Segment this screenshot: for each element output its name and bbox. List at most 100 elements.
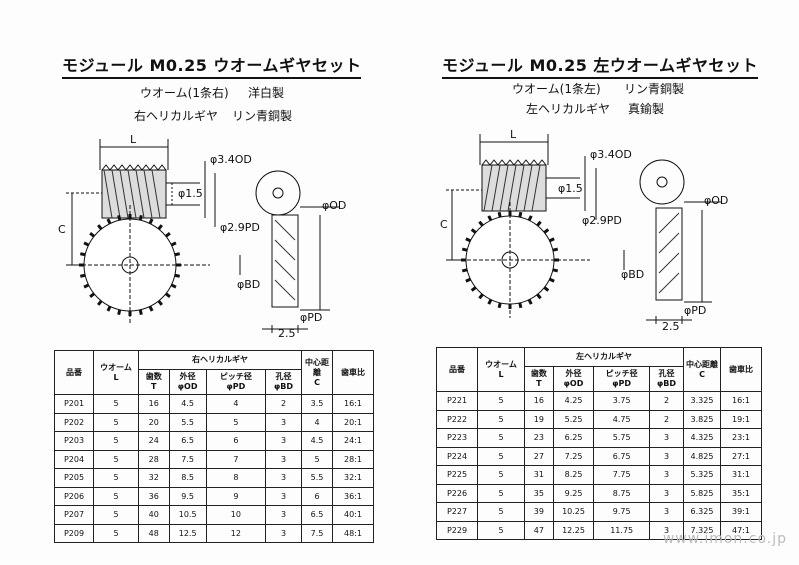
table-cell: 16 bbox=[524, 391, 554, 411]
table-cell: 5.325 bbox=[683, 465, 721, 485]
table-cell: 10 bbox=[205, 505, 267, 525]
table-cell: 5 bbox=[477, 446, 525, 466]
table-cell: 3 bbox=[649, 446, 684, 466]
table-cell: 48 bbox=[138, 523, 170, 543]
dim-pd: φ2.9PD bbox=[220, 221, 260, 234]
worm-spec-name: ウオーム(1条右) bbox=[140, 86, 229, 100]
table-cell: 12.25 bbox=[552, 520, 595, 540]
table-cell: 5 bbox=[93, 486, 139, 506]
table-cell: P204 bbox=[54, 449, 94, 469]
table-cell: P222 bbox=[436, 409, 478, 429]
table-cell: 16 bbox=[138, 394, 170, 414]
table-cell: 35 bbox=[524, 483, 554, 503]
table-cell: 6.75 bbox=[593, 446, 651, 466]
table-cell: 3 bbox=[649, 465, 684, 485]
table-cell: 4.75 bbox=[593, 409, 651, 429]
table-cell: 3.825 bbox=[683, 409, 721, 429]
table-cell: 8.25 bbox=[552, 465, 595, 485]
table-cell: 48:1 bbox=[332, 523, 374, 543]
table-cell: 6.5 bbox=[168, 431, 207, 451]
table-cell: P205 bbox=[54, 468, 94, 488]
table-cell: 9 bbox=[205, 486, 267, 506]
table-cell: 5 bbox=[205, 412, 267, 432]
dim-bore: φ1.5 bbox=[178, 187, 203, 200]
gear-spec-name: 右ヘリカルギヤ bbox=[134, 109, 219, 123]
dim-bore-right: φ1.5 bbox=[558, 182, 583, 195]
th-part-right: 品番 bbox=[436, 347, 478, 392]
table-cell: 27:1 bbox=[720, 446, 762, 466]
table-cell: 24 bbox=[138, 431, 170, 451]
gear-drawing: L φ3.4OD φ1.5 φ2.9PD C φOD φBD φPD 2.5 bbox=[58, 133, 346, 340]
th-group-right: 左ヘリカルギヤ bbox=[524, 347, 684, 367]
table-cell: 12 bbox=[205, 523, 267, 543]
table-cell: 2 bbox=[649, 391, 684, 411]
th-ratio: 歯車比 bbox=[332, 350, 374, 395]
dim-bd: φBD bbox=[237, 278, 260, 291]
page-title-right: モジュール M0.25 左ウオームギヤセット bbox=[442, 52, 758, 79]
page-title: モジュール M0.25 ウオームギヤセット bbox=[62, 52, 362, 79]
th-group: 右ヘリカルギヤ bbox=[138, 350, 302, 370]
table-cell: 39 bbox=[524, 502, 554, 522]
table-cell: 27 bbox=[524, 446, 554, 466]
table-cell: P226 bbox=[436, 483, 478, 503]
table-cell: 16:1 bbox=[332, 394, 374, 414]
table-cell: 12.5 bbox=[168, 523, 207, 543]
table-cell: 4.325 bbox=[683, 428, 721, 448]
table-cell: 5 bbox=[477, 465, 525, 485]
table-cell: 5 bbox=[477, 483, 525, 503]
worm-spec-material: 洋白製 bbox=[248, 86, 285, 100]
table-cell: 2 bbox=[649, 409, 684, 429]
th-part: 品番 bbox=[54, 350, 94, 395]
table-cell: 20:1 bbox=[332, 412, 374, 432]
table-cell: 7.75 bbox=[593, 465, 651, 485]
table-cell: 5.75 bbox=[593, 428, 651, 448]
table-cell: 3 bbox=[265, 468, 302, 488]
table-cell: P227 bbox=[436, 502, 478, 522]
th-ratio-right: 歯車比 bbox=[720, 347, 762, 392]
table-cell: 3 bbox=[265, 431, 302, 451]
left-panel: モジュール M0.25 ウオームギヤセット ウオーム(1条右) 洋白製 右ヘリカ… bbox=[0, 0, 399, 565]
table-cell: P201 bbox=[54, 394, 94, 414]
worm-spec-name-right: ウオーム(1条左) bbox=[512, 82, 601, 96]
table-cell: 5 bbox=[93, 412, 139, 432]
table-cell: 5 bbox=[93, 523, 139, 543]
table-cell: 4.5 bbox=[168, 394, 207, 414]
dim-pd-gear: φPD bbox=[300, 311, 322, 324]
table-cell: 3 bbox=[265, 412, 302, 432]
dim-C-right: C bbox=[440, 218, 448, 231]
table-cell: 8.75 bbox=[593, 483, 651, 503]
table-cell: 3.325 bbox=[683, 391, 721, 411]
dim-od-worm: φ3.4OD bbox=[210, 153, 252, 166]
table-cell: 36:1 bbox=[332, 486, 374, 506]
table-cell: 9.75 bbox=[593, 502, 651, 522]
table-cell: P206 bbox=[54, 486, 94, 506]
table-cell: 7.25 bbox=[552, 446, 595, 466]
table-cell: 32:1 bbox=[332, 468, 374, 488]
table-cell: 20 bbox=[138, 412, 170, 432]
table-cell: 19 bbox=[524, 409, 554, 429]
table-cell: 5.5 bbox=[301, 468, 333, 488]
table-cell: 24:1 bbox=[332, 431, 374, 451]
table-cell: 40:1 bbox=[332, 505, 374, 525]
table-cell: 5.25 bbox=[552, 409, 595, 429]
table-cell: 3 bbox=[649, 502, 684, 522]
table-cell: 23 bbox=[524, 428, 554, 448]
table-cell: 4 bbox=[205, 394, 267, 414]
